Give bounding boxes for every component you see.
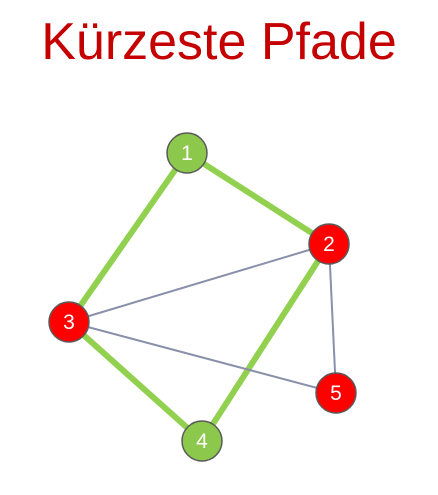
node-1-label: 1	[181, 142, 193, 165]
node-3: 3	[48, 301, 90, 343]
edge-1-3-shortest-path	[66, 150, 190, 325]
edge-4-2-shortest-path	[199, 241, 332, 444]
node-3-label: 3	[63, 311, 75, 334]
slide-title: Kürzeste Pfade	[41, 13, 397, 71]
edge-1-2-shortest-path	[184, 150, 332, 247]
graph-nodes: 1 2 3 4 5	[48, 132, 357, 462]
node-3-circle	[48, 301, 90, 343]
node-4-label: 4	[196, 430, 208, 453]
edge-2-5	[328, 243, 337, 394]
node-1: 1	[166, 132, 208, 174]
edge-3-5	[68, 321, 337, 394]
edge-3-2	[68, 243, 330, 323]
node-2: 2	[308, 223, 350, 265]
graph-edges	[66, 150, 337, 444]
node-2-label: 2	[323, 233, 335, 256]
edge-3-4-shortest-path	[66, 319, 205, 444]
node-5-label: 5	[330, 382, 342, 405]
node-4-circle	[181, 420, 223, 462]
node-1-circle	[166, 132, 208, 174]
node-2-circle	[308, 223, 350, 265]
node-5-circle	[315, 372, 357, 414]
node-4: 4	[181, 420, 223, 462]
node-5: 5	[315, 372, 357, 414]
